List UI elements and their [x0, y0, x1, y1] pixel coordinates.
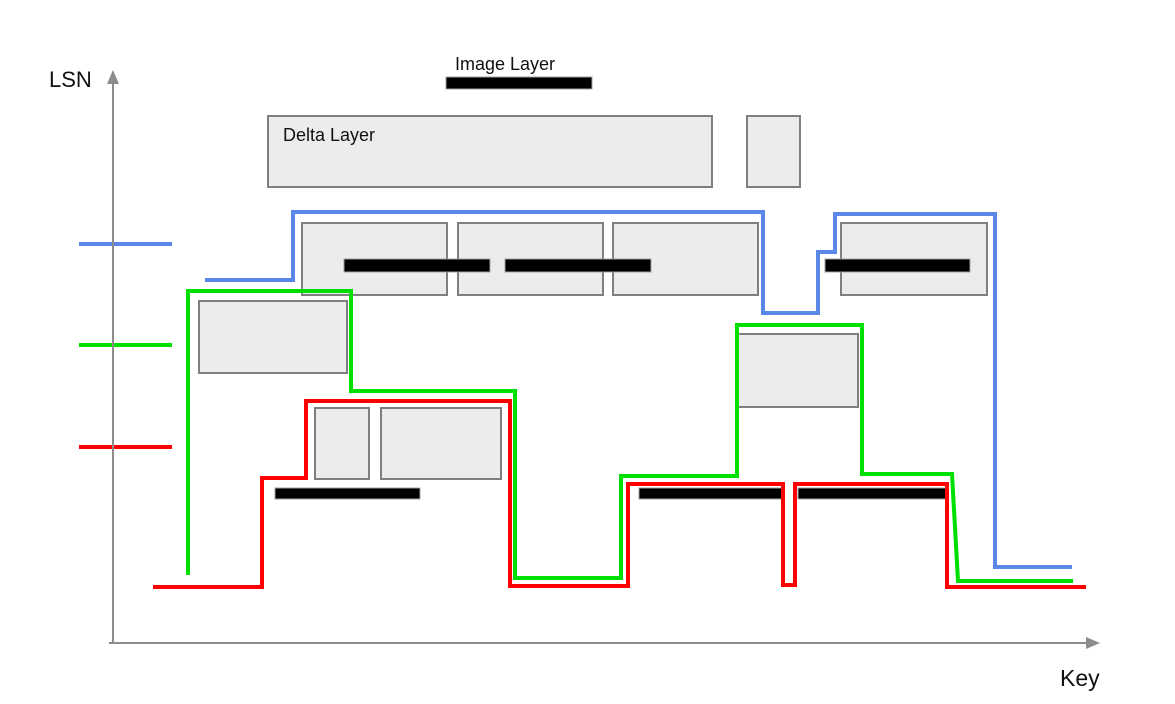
delta-layers-group — [198, 115, 988, 480]
lsn-axis-label: LSN — [49, 67, 92, 92]
delta-box-green-peak — [737, 333, 859, 408]
image-bar-row1-mid — [504, 258, 652, 273]
axes-group — [107, 70, 1100, 649]
image-bar-bottom-left — [274, 487, 421, 500]
key-axis-label: Key — [1060, 665, 1100, 691]
delta-layer-label: Delta Layer — [283, 125, 375, 145]
image-bar-bottom-right — [797, 487, 947, 500]
delta-box-top-right — [746, 115, 801, 188]
timelines-group — [153, 210, 1086, 589]
y-axis-arrowhead — [107, 70, 119, 84]
image-bar-row1-right — [824, 258, 971, 273]
x-axis-arrowhead — [1086, 637, 1100, 649]
blue-timeline — [205, 210, 1072, 569]
green-timeline — [186, 289, 1073, 583]
image-bar-row1-left — [343, 258, 491, 273]
image-layer-label: Image Layer — [455, 54, 555, 74]
delta-box-red-wide — [380, 407, 502, 480]
delta-layer-legend-box — [267, 115, 713, 188]
lsn-ticks-group — [79, 242, 172, 449]
delta-box-left — [198, 300, 348, 374]
image-bar-bottom-mid — [638, 487, 784, 500]
delta-box-red-small — [314, 407, 370, 480]
red-timeline — [153, 399, 1086, 589]
image-layer-legend-bar — [445, 76, 593, 90]
